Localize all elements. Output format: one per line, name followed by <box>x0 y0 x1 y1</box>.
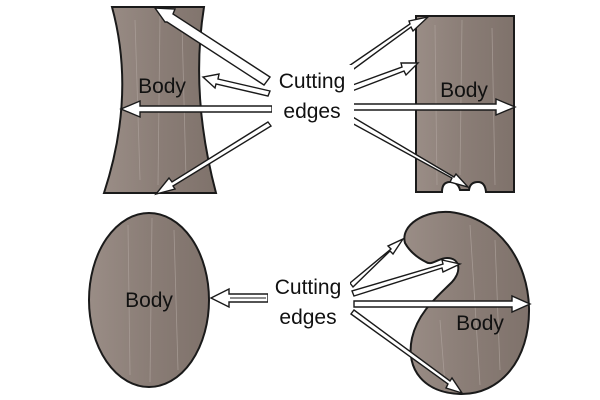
arrows-bottom <box>209 237 532 395</box>
body-concave-shape <box>102 6 218 194</box>
arrow-to-rect-right-edge <box>351 97 517 117</box>
cutting-edges-label-bottom: Cutting edges <box>268 272 350 332</box>
body-label-top-left: Body <box>138 75 186 98</box>
body-label-bottom-right: Body <box>456 312 504 335</box>
cutting-label-line2: edges <box>279 306 336 329</box>
arrow-to-hook-inner <box>351 259 463 297</box>
body-label-bottom-left: Body <box>125 289 173 312</box>
arrow-to-top-left-corner <box>153 7 272 86</box>
arrow-to-right-edge <box>353 294 532 314</box>
cutting-label-line2: edges <box>283 100 340 123</box>
arrow-to-left-inner <box>201 73 271 97</box>
arrow-to-rect-left-upper <box>349 62 420 92</box>
arrows-top <box>119 7 517 196</box>
arrow-to-notch <box>347 115 471 189</box>
body-concave: Body <box>102 6 218 194</box>
cutting-edges-label-top: Cutting edges <box>272 65 354 127</box>
arrow-to-bottom-left-corner <box>154 121 273 196</box>
body-label-top-right: Body <box>440 79 488 102</box>
texture-streaks <box>127 217 179 383</box>
arrow-to-left-edge <box>119 99 273 119</box>
cutting-label-line1: Cutting <box>275 276 342 299</box>
label-backdrop <box>268 272 350 332</box>
arrow-to-bottom-edge <box>350 309 464 395</box>
label-backdrop <box>272 65 354 127</box>
body-ellipse: Body <box>88 212 210 388</box>
cutting-label-line1: Cutting <box>279 70 346 93</box>
arrow-to-top-right-corner <box>341 15 431 75</box>
arrow-to-hook-top <box>349 237 405 289</box>
body-ellipse-shape <box>88 212 210 388</box>
texture-streaks <box>134 14 187 186</box>
